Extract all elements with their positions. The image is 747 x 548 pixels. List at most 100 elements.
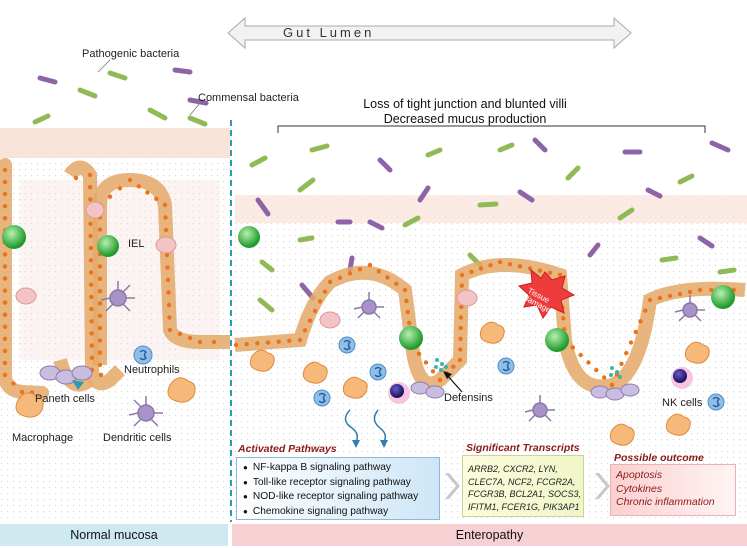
commensal-bacterium — [259, 259, 275, 273]
epithelial-nucleus — [89, 343, 95, 348]
commensal-bacteria-label: Commensal bacteria — [198, 92, 299, 104]
pathogenic-bacterium — [37, 75, 58, 85]
epithelial-nucleus — [166, 290, 171, 295]
normal-lamina-propria — [0, 128, 230, 523]
significant-transcripts-box: ARRB2, CXCR2, LYN, CLEC7A, NCF2, FCGR2A,… — [462, 455, 584, 517]
epithelial-nucleus — [164, 252, 170, 258]
epithelial-nucleus — [107, 194, 113, 199]
epithelial-nucleus — [407, 320, 412, 326]
commensal-bacterium — [297, 177, 316, 193]
pathway-item: NF-kappa B signaling pathway — [243, 461, 439, 476]
epithelial-nucleus — [561, 316, 566, 321]
epithelial-nucleus — [624, 350, 629, 356]
enteropathy-epithelial-cells — [233, 259, 736, 388]
epithelial-nucleus — [97, 227, 103, 232]
normal-villus-glow — [20, 180, 220, 360]
epithelial-nucleus — [327, 279, 333, 285]
possible-outcome-box: Apoptosis Cytokines Chronic inflammation — [610, 464, 736, 516]
epithelial-nucleus — [166, 302, 172, 308]
epithelial-nucleus — [97, 289, 103, 294]
epithelial-nucleus — [2, 216, 8, 221]
pathogenic-bacterium — [645, 187, 663, 199]
neutrophils-label: Neutrophils — [124, 364, 180, 376]
epithelial-nucleus — [586, 360, 591, 365]
epithelial-nucleus — [97, 362, 103, 368]
epithelial-nucleus — [97, 350, 103, 355]
transcript-line: FCGR3B, BCL2A1, SOCS3, — [468, 489, 582, 499]
iel-cells — [2, 225, 735, 352]
epithelial-nucleus — [165, 277, 171, 283]
epithelial-nucleus — [11, 381, 16, 386]
epithelial-nucleus — [619, 361, 624, 366]
epithelial-nucleus — [594, 367, 599, 373]
epithelial-nucleus — [154, 196, 159, 201]
epithelial-nucleus — [459, 304, 464, 310]
epithelial-nucleus — [307, 318, 313, 323]
commensal-bacterium — [77, 87, 98, 99]
epithelial-nucleus — [459, 272, 465, 278]
epithelial-nucleus — [97, 313, 103, 318]
nk-cells-label: NK cells — [662, 397, 703, 409]
neutrophils — [133, 336, 725, 411]
epithelial-nucleus — [136, 184, 141, 189]
epithelial-nucleus — [322, 289, 328, 294]
commensal-bacterium — [402, 215, 421, 228]
epithelial-nucleus — [88, 245, 94, 251]
epithelial-nucleus — [88, 282, 94, 287]
epithelial-nucleus — [697, 287, 703, 293]
epithelial-nucleus — [430, 369, 436, 374]
epithelial-nucleus — [165, 265, 170, 270]
iel-label: IEL — [128, 238, 145, 250]
pathogenic-bacterium — [255, 197, 271, 217]
epithelial-nucleus — [337, 275, 343, 280]
epithelial-nucleus — [2, 336, 8, 341]
epithelial-nucleus — [177, 331, 183, 337]
commensal-bacterium — [425, 147, 443, 158]
activated-pathways-box: NF-kappa B signaling pathway Toll-like r… — [236, 457, 440, 520]
enteropathy-epithelium — [234, 258, 746, 394]
epithelial-nucleus — [437, 377, 443, 383]
commensal-bacterium — [717, 267, 737, 275]
epithelial-nucleus — [2, 252, 8, 257]
pathogenic-bacterium — [697, 235, 715, 249]
pathogenic-bacteria-label: Pathogenic bacteria — [82, 48, 180, 60]
epithelial-nucleus — [609, 382, 615, 388]
defensins-leader — [446, 374, 463, 393]
epithelial-nucleus — [2, 372, 8, 378]
dendritic-cells — [100, 281, 705, 427]
epithelial-nucleus — [457, 357, 463, 363]
epithelial-nucleus — [423, 360, 429, 365]
epithelial-nucleus — [478, 266, 484, 271]
pathway-item: Chemokine signaling pathway — [243, 505, 439, 520]
pathogenic-bacterium — [172, 67, 193, 75]
commensal-bacterium — [617, 207, 635, 221]
epithelial-nucleus — [385, 275, 390, 280]
epithelial-nucleus — [647, 297, 653, 303]
epithelial-nucleus — [88, 197, 93, 202]
epithelial-nucleus — [73, 175, 79, 181]
epithelial-nucleus — [88, 233, 93, 239]
epithelial-nucleus — [2, 348, 8, 354]
epithelial-nucleus — [709, 287, 714, 293]
dendritic-cells-label: Dendritic cells — [103, 432, 172, 444]
defensin-particles — [434, 358, 622, 379]
epithelial-nucleus — [458, 325, 463, 331]
epithelial-nucleus — [357, 267, 363, 272]
epithelial-nucleus — [19, 389, 25, 395]
epithelial-nucleus — [88, 221, 93, 226]
epithelial-nucleus — [347, 271, 353, 276]
epithelial-nucleus — [88, 270, 94, 275]
epithelial-nucleus — [89, 319, 94, 324]
epithelial-nucleus — [89, 331, 94, 336]
epithelial-nucleus — [643, 308, 648, 313]
commensal-bacterium — [297, 235, 315, 243]
epithelial-nucleus — [244, 342, 249, 347]
epithelial-nucleus — [163, 215, 168, 220]
epithelial-nucleus — [145, 190, 150, 195]
signal-arrow-2 — [373, 409, 387, 443]
epithelial-nucleus — [602, 375, 607, 380]
macrophage-label: Macrophage — [12, 432, 74, 444]
epithelial-nucleus — [87, 172, 93, 178]
pathogenic-bacterium — [587, 242, 601, 258]
epithelial-nucleus — [404, 298, 409, 304]
